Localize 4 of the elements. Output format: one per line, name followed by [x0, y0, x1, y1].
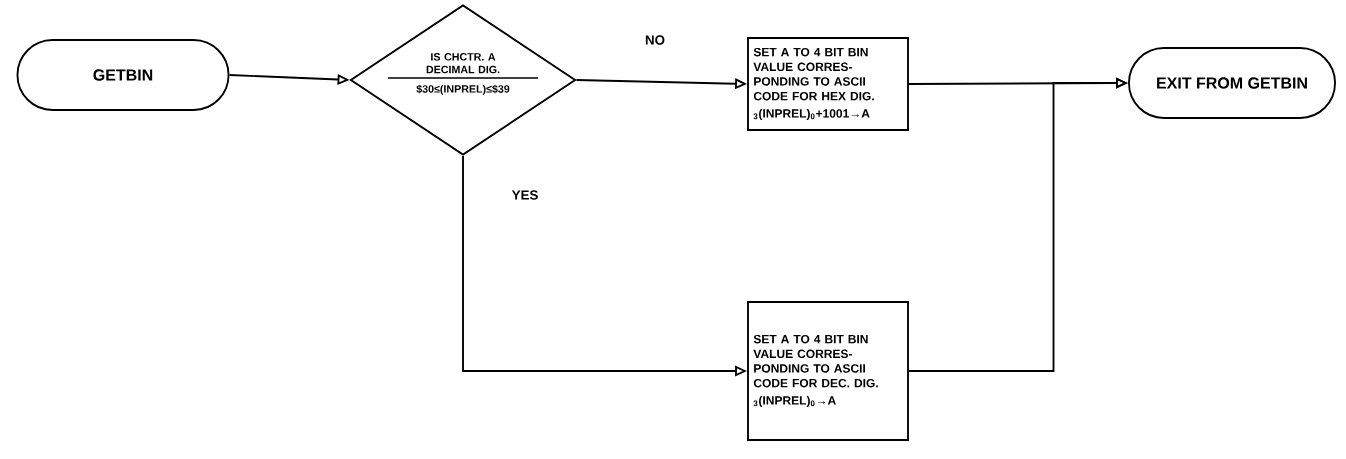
edge-label: NO — [645, 35, 665, 45]
process-box: SET A TO 4 BIT BIN VALUE CORRES-PONDING TO ASCII CODE FOR DEC. DIG. $_{3}$(INPREL)$_{0}$→A — [747, 301, 909, 441]
process-box: SET A TO 4 BIT BIN VALUE CORRES-PONDING TO ASCII CODE FOR HEX DIG. $_{3}$(INPREL)$_{0}$+1001→A — [747, 37, 909, 131]
edge-label: YES — [511, 190, 538, 200]
